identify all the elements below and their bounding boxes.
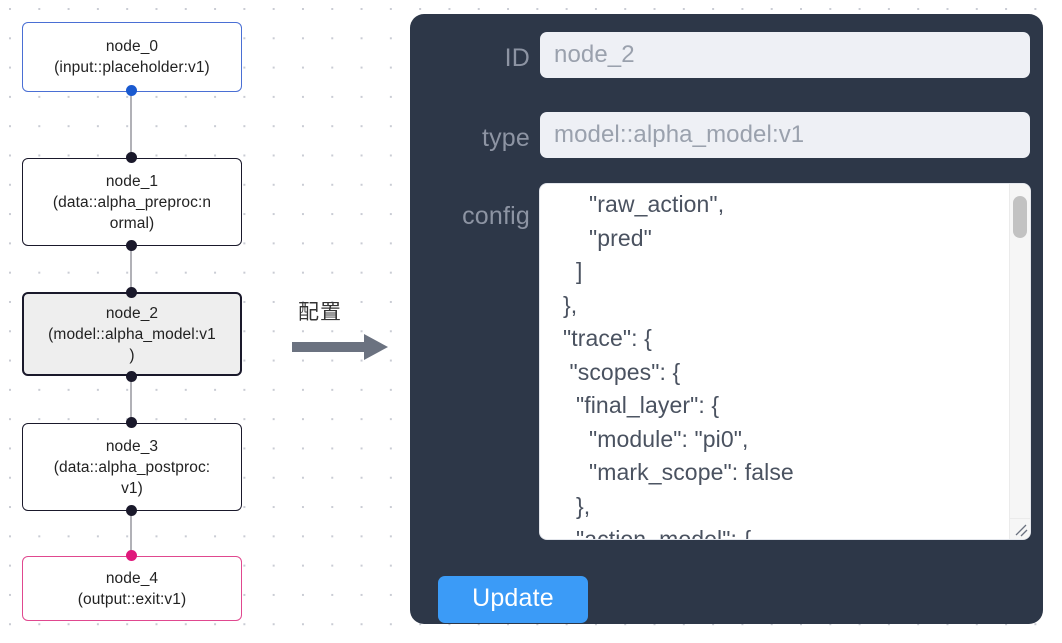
transition-arrow-group: 配置 (292, 296, 396, 362)
id-field-label: ID (504, 44, 530, 72)
type-field-row: type (410, 112, 1043, 158)
config-field-row: config (410, 184, 1043, 539)
node_3-target-handle[interactable] (126, 417, 137, 428)
edge-node1-node2 (130, 245, 133, 293)
type-input[interactable] (540, 112, 1030, 158)
config-textarea-wrapper (540, 184, 1030, 539)
arrow-label: 配置 (298, 300, 342, 324)
node_3-source-handle[interactable] (126, 505, 137, 516)
node_2-target-handle[interactable] (126, 287, 137, 298)
config-scrollbar-thumb[interactable] (1013, 196, 1027, 238)
flow-node-node_1[interactable]: node_1 (data::alpha_preproc:n ormal) (22, 158, 242, 246)
flow-node-node_0[interactable]: node_0 (input::placeholder:v1) (22, 22, 242, 92)
flow-node-label: node_4 (output::exit:v1) (77, 569, 187, 608)
edge-node2-node3 (130, 375, 133, 423)
flow-node-node_3[interactable]: node_3 (data::alpha_postproc: v1) (22, 423, 242, 511)
update-button[interactable]: Update (438, 576, 588, 623)
id-field-row: ID (410, 32, 1043, 78)
node_0-source-handle[interactable] (126, 85, 137, 96)
config-resize-handle[interactable] (1009, 518, 1030, 539)
config-field-label: config (462, 202, 530, 230)
flow-node-node_2[interactable]: node_2 (model::alpha_model:v1 ) (22, 292, 242, 376)
edge-node3-node4 (130, 510, 133, 558)
flow-node-node_4[interactable]: node_4 (output::exit:v1) (22, 556, 242, 621)
node_4-target-handle[interactable] (126, 550, 137, 561)
node_1-target-handle[interactable] (126, 152, 137, 163)
id-input[interactable] (540, 32, 1030, 78)
node-config-panel: ID type config Update (410, 14, 1043, 624)
config-scrollbar[interactable] (1009, 184, 1030, 520)
resize-grip-icon (1015, 524, 1028, 537)
flow-node-label: node_2 (model::alpha_model:v1 ) (48, 304, 216, 364)
config-textarea[interactable] (540, 184, 1010, 539)
edge-node0-node1 (130, 90, 133, 158)
flow-node-label: node_0 (input::placeholder:v1) (54, 38, 210, 76)
type-field-label: type (481, 124, 530, 152)
flow-node-label: node_1 (data::alpha_preproc:n ormal) (52, 172, 212, 232)
right-arrow-icon (292, 334, 388, 360)
flow-node-label: node_3 (data::alpha_postproc: v1) (53, 437, 211, 497)
node_2-source-handle[interactable] (126, 371, 137, 382)
node_1-source-handle[interactable] (126, 240, 137, 251)
